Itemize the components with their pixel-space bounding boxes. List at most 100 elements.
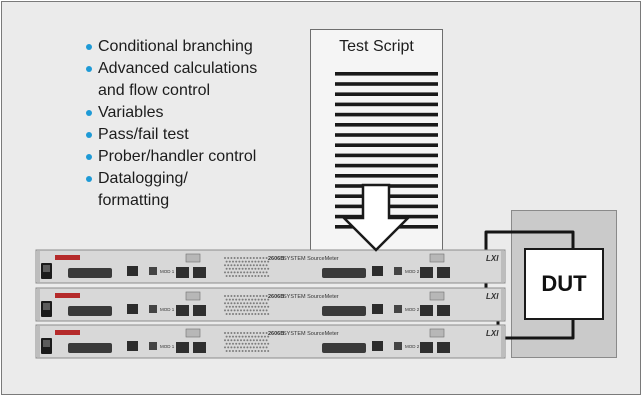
vent-hole: [238, 342, 241, 345]
script-line: [335, 112, 438, 117]
vent-hole: [260, 305, 263, 308]
vent-hole: [254, 298, 257, 301]
vent-hole: [249, 332, 252, 334]
vent-hole: [267, 350, 270, 352]
vent-hole: [260, 260, 263, 263]
vent-hole: [267, 260, 270, 263]
tsp-link-port: [437, 342, 450, 353]
vent-hole: [227, 302, 230, 305]
vent-hole: [254, 275, 257, 277]
vent-hole: [265, 257, 268, 259]
usb-port-right: [394, 267, 402, 275]
vent-hole: [241, 267, 244, 270]
vent-hole: [224, 264, 226, 267]
mod-label-left: MOD 1: [160, 344, 175, 349]
vent-hole: [265, 264, 268, 267]
bullet-dot: [86, 110, 92, 116]
vent-hole: [256, 309, 258, 312]
vent-hole: [256, 346, 258, 349]
vent-hole: [264, 305, 266, 308]
vent-hole: [236, 346, 239, 349]
vent-hole: [262, 332, 265, 334]
script-line: [335, 123, 438, 127]
vent-hole: [256, 339, 258, 342]
vent-hole: [233, 346, 236, 349]
vent-hole: [238, 260, 241, 263]
vent-hole: [262, 295, 265, 297]
vent-hole: [260, 275, 263, 277]
vent-hole: [240, 339, 242, 342]
feature-item: Pass/fail test: [86, 124, 257, 146]
vent-hole: [251, 305, 254, 308]
vent-hole: [232, 350, 234, 352]
vent-hole: [232, 260, 234, 263]
vent-hole: [243, 332, 246, 334]
vent-hole: [227, 339, 230, 342]
vent-hole: [252, 302, 255, 305]
vent-hole: [246, 346, 249, 349]
vent-hole: [240, 332, 242, 334]
vent-hole: [254, 335, 257, 338]
bullet-dot: [86, 132, 92, 138]
vent-hole: [244, 275, 247, 277]
vent-hole: [265, 339, 268, 342]
vent-hole: [259, 271, 262, 274]
vent-hole: [228, 335, 231, 338]
vent-hole: [230, 264, 233, 267]
vent-hole: [233, 309, 236, 312]
vent-hole: [257, 313, 260, 315]
vent-hole: [244, 335, 247, 338]
vent-hole: [267, 335, 270, 338]
vent-hole: [243, 271, 246, 274]
vent-hole: [225, 305, 228, 308]
vent-hole: [225, 335, 228, 338]
vent-hole: [264, 298, 266, 301]
terminal-block: [185, 253, 201, 263]
vent-hole: [267, 275, 270, 277]
vent-hole: [228, 350, 231, 352]
vent-hole: [227, 332, 230, 334]
product-name: SYSTEM SourceMeter: [283, 331, 339, 337]
vent-hole: [228, 305, 231, 308]
vent-hole: [233, 257, 236, 259]
vent-hole: [227, 309, 230, 312]
feature-item: Conditional branching: [86, 36, 257, 58]
vent-hole: [265, 295, 268, 297]
vent-hole: [246, 332, 249, 334]
vent-hole: [227, 295, 230, 297]
vent-hole: [225, 267, 228, 270]
tsp-link-port: [437, 305, 450, 316]
vent-hole: [256, 295, 258, 297]
terminal-block: [185, 328, 201, 338]
vent-hole: [249, 257, 252, 259]
vent-hole: [248, 260, 250, 263]
vent-hole: [257, 342, 260, 345]
vent-hole: [246, 295, 249, 297]
digital-io-connector-left: [68, 268, 112, 278]
vent-hole: [241, 313, 244, 315]
vent-hole: [264, 267, 266, 270]
vent-hole: [230, 309, 233, 312]
vent-hole: [251, 298, 254, 301]
vent-hole: [235, 305, 238, 308]
vent-hole: [251, 260, 254, 263]
model-number: 2606B: [268, 331, 284, 337]
vent-hole: [240, 309, 242, 312]
unit-chassis: [35, 324, 506, 359]
vent-hole: [244, 350, 247, 352]
vent-hole: [265, 271, 268, 274]
vent-hole: [254, 350, 257, 352]
vent-hole: [262, 346, 265, 349]
vent-hole: [265, 302, 268, 305]
vent-hole: [267, 267, 270, 270]
vent-hole: [235, 342, 238, 345]
vent-hole: [262, 309, 265, 312]
tsp-link-port: [193, 305, 206, 316]
rack-ear-left: [36, 251, 40, 282]
vent-hole: [238, 267, 241, 270]
script-line: [335, 163, 438, 168]
vent-hole: [232, 335, 234, 338]
vent-hole: [244, 305, 247, 308]
vent-hole: [257, 335, 260, 338]
